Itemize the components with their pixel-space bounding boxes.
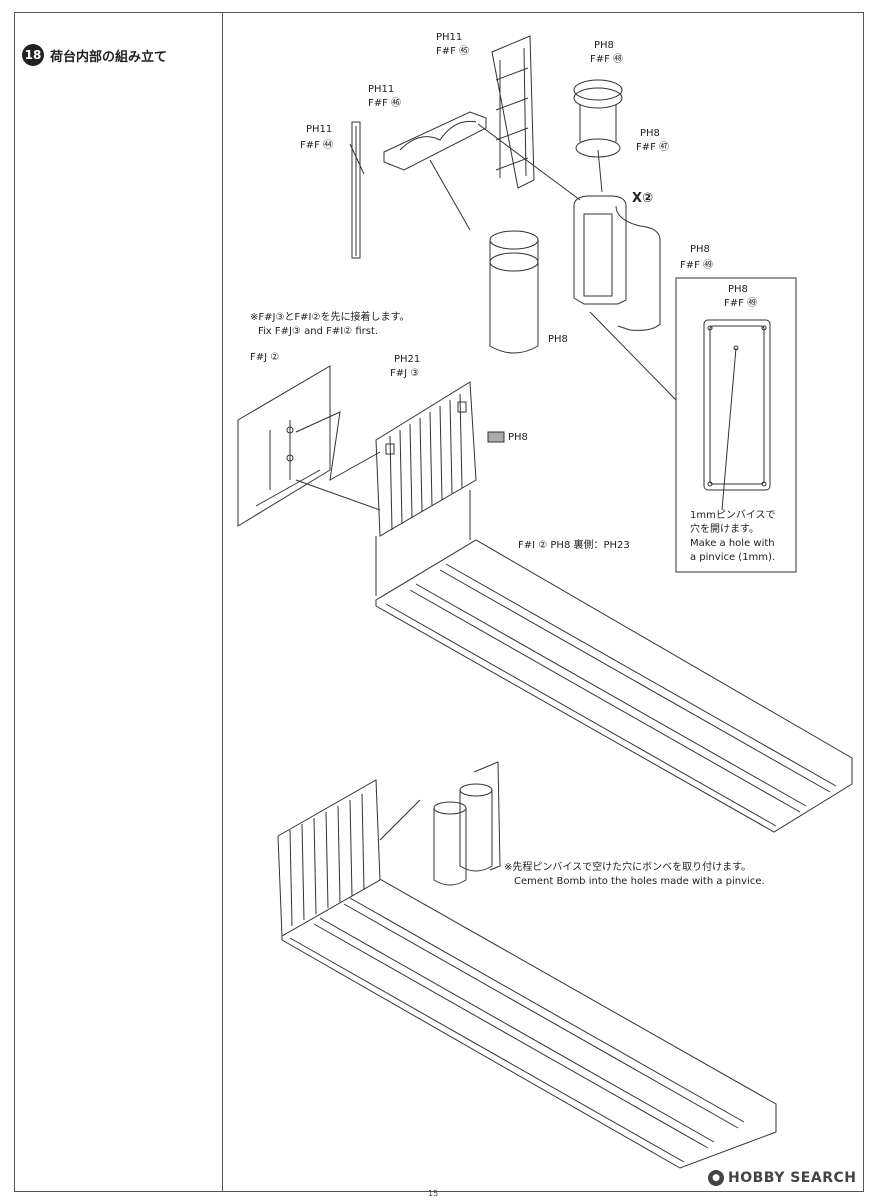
step-number-badge: 18 bbox=[22, 44, 44, 66]
step-header: 18 荷台内部の組み立て bbox=[22, 44, 167, 66]
assembly-arrows bbox=[349, 123, 603, 231]
bed-floor-upper bbox=[375, 490, 853, 833]
label-fj3: F#J ③ bbox=[390, 368, 419, 379]
label-ph8-49: PH8 bbox=[690, 244, 710, 255]
step-title: 荷台内部の組み立て bbox=[50, 49, 168, 65]
label-ph21: PH21 bbox=[394, 354, 420, 365]
hobby-search-logo-icon: ● bbox=[708, 1170, 724, 1186]
label-ph8-49b: PH8 bbox=[728, 284, 748, 295]
label-ph11-45: PH11 bbox=[436, 32, 462, 43]
ladder-part bbox=[491, 35, 535, 189]
label-ph8-cylinder: PH8 bbox=[548, 334, 568, 345]
watermark: ● HOBBY SEARCH bbox=[708, 1170, 856, 1186]
column-divider bbox=[222, 12, 223, 1192]
side-panel bbox=[237, 365, 331, 527]
note-cement-en: Cement Bomb into the holes made with a p… bbox=[514, 876, 765, 887]
note-fix-first-jp: ※F#J③とF#I②を先に接着します。 bbox=[250, 310, 409, 323]
gas-cylinder bbox=[489, 230, 539, 354]
cylinder-shell-part bbox=[573, 195, 661, 331]
label-x2: X② bbox=[632, 191, 653, 206]
label-ph8-47: PH8 bbox=[640, 128, 660, 139]
bracket-part bbox=[383, 111, 487, 171]
page-number: 15 bbox=[428, 1189, 439, 1198]
label-fj2: F#J ② bbox=[250, 352, 279, 363]
small-cylinder-parts bbox=[573, 79, 623, 158]
watermark-text: HOBBY SEARCH bbox=[728, 1170, 857, 1186]
rod-part bbox=[351, 121, 361, 259]
label-ff49: F#F ㊾ bbox=[680, 259, 713, 271]
label-ph11-46: PH11 bbox=[368, 84, 394, 95]
label-ph8-48: PH8 bbox=[594, 40, 614, 51]
label-ff48: F#F ㊽ bbox=[590, 53, 623, 65]
note-cement-jp: ※先程ピンバイスで空けた穴にボンベを取り付けます。 bbox=[504, 860, 751, 873]
label-fi2: F#I ② PH8 裏側：PH23 bbox=[518, 538, 630, 551]
label-ph11-44: PH11 bbox=[306, 124, 332, 135]
front-gate bbox=[295, 381, 477, 537]
label-ff44: F#F ㊹ bbox=[300, 139, 333, 151]
label-ff46: F#F ㊻ bbox=[368, 97, 401, 109]
color-swatch bbox=[487, 431, 505, 443]
note-hole-en-1: Make a hole with bbox=[690, 538, 775, 549]
detail-box bbox=[589, 277, 797, 573]
note-hole-jp-1: 1mmピンバイスで bbox=[690, 509, 776, 521]
label-ph8-swatch: PH8 bbox=[508, 432, 528, 443]
page-frame bbox=[14, 12, 864, 1192]
label-ff49b: F#F ㊾ bbox=[724, 297, 757, 309]
note-fix-first-en: Fix F#J③ and F#I② first. bbox=[258, 326, 378, 337]
bed-floor-lower bbox=[277, 761, 777, 1169]
label-ff47: F#F ㊼ bbox=[636, 141, 669, 153]
note-hole-en-2: a pinvice (1mm). bbox=[690, 552, 775, 563]
label-ff45: F#F ㊺ bbox=[436, 45, 469, 57]
note-hole-jp-2: 穴を開けます。 bbox=[690, 522, 759, 535]
